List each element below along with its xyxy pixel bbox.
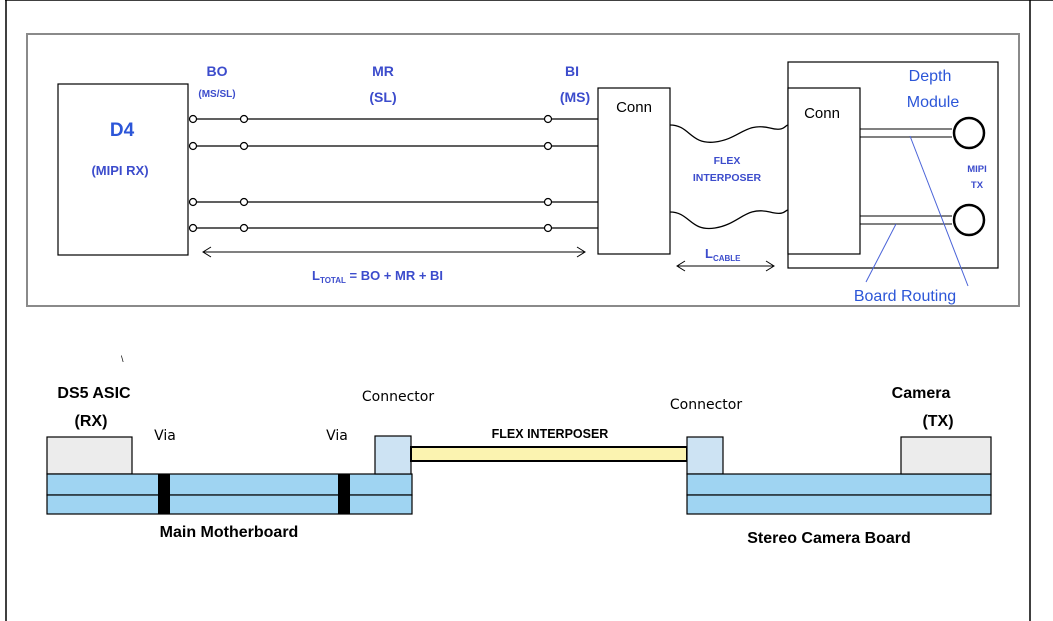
via-dot [543, 141, 553, 151]
d4-box [57, 83, 189, 256]
signal-traces [188, 114, 598, 233]
depth-label-line1: Depth [909, 68, 952, 85]
stereo-board-layer-top [686, 473, 992, 496]
conn-left-box [597, 87, 671, 255]
lcable-arrow-left-head [676, 260, 686, 272]
via-right [338, 474, 350, 514]
via-dot [543, 114, 553, 124]
lcable-subscript: CABLE [713, 254, 741, 263]
mr-sub-label: (SL) [369, 89, 396, 105]
connector-left-label: Connector [362, 389, 434, 405]
ds5-asic-chip [46, 436, 133, 475]
via-dot [188, 223, 198, 233]
via-dot [188, 141, 198, 151]
via-right-label: Via [326, 428, 348, 444]
d4-label: D4 [110, 120, 135, 141]
flex-cable-bottom-edge [669, 209, 789, 230]
main-motherboard-layer-top [46, 473, 413, 496]
via-left-label: Via [154, 428, 176, 444]
board-routing-callout-2 [909, 135, 969, 287]
ltotal-arrow-right-head [576, 246, 586, 258]
camera-chip [900, 436, 992, 475]
bottom-diagram: \ DS5 ASIC (RX) Via Via Connector Connec… [46, 354, 992, 547]
via-dot [239, 197, 249, 207]
bi-label: BI [565, 63, 579, 79]
camera-label: Camera [892, 385, 951, 402]
bo-sub-label: (MS/SL) [198, 89, 235, 100]
main-motherboard-label: Main Motherboard [160, 524, 299, 541]
board-routing-callout-1 [865, 223, 897, 283]
ltotal-main: L [312, 268, 320, 283]
via-dot [188, 197, 198, 207]
via-dot [188, 114, 198, 124]
ds5-rx-label: (RX) [75, 413, 108, 430]
top-diagram: D4 (MIPI RX) BO (MS/SL) MR (SL) BI (MS) [26, 33, 1020, 307]
conn-left-label: Conn [616, 99, 652, 116]
d4-sub-label: (MIPI RX) [91, 163, 148, 178]
mr-label: MR [372, 63, 394, 79]
ltotal-equation: = BO + MR + BI [346, 268, 443, 283]
flex-interposer-label: FLEX INTERPOSER [492, 427, 609, 441]
conn-right-box [787, 87, 861, 255]
mipi-label-line1: MIPI [967, 164, 987, 175]
stereo-board-layer-bottom [686, 494, 992, 515]
lcable-label: LCABLE [705, 246, 741, 263]
main-motherboard-layer-bottom [46, 494, 413, 515]
camera-tx-label: (TX) [922, 413, 953, 430]
via-dot [239, 114, 249, 124]
conn-right-label: Conn [804, 105, 840, 122]
via-left [158, 474, 170, 514]
via-dot [543, 197, 553, 207]
ltotal-arrow-left-head [202, 246, 212, 258]
flex-label-line1: FLEX [714, 155, 741, 167]
flex-label-line2: INTERPOSER [693, 172, 762, 184]
board-routing-traces [860, 128, 952, 225]
connector-right [686, 436, 724, 475]
ltotal-label: LTOTAL = BO + MR + BI [312, 268, 443, 285]
ds5-asic-label: DS5 ASIC [57, 385, 131, 402]
lcable-main: L [705, 246, 713, 261]
bi-sub-label: (MS) [560, 89, 590, 105]
via-dot [239, 141, 249, 151]
mipi-tx-port-bottom [952, 203, 986, 237]
mipi-tx-port-top [952, 116, 986, 150]
bo-label: BO [207, 63, 228, 79]
ltotal-subscript: TOTAL [320, 276, 346, 285]
flex-cable [669, 124, 789, 230]
via-dot [239, 223, 249, 233]
connector-left [374, 435, 412, 475]
via-dot [543, 223, 553, 233]
stereo-camera-board-label: Stereo Camera Board [747, 530, 911, 547]
connector-right-label: Connector [670, 397, 742, 413]
depth-label-line2: Module [907, 94, 960, 111]
tick-mark: \ [121, 354, 124, 364]
mipi-label-line2: TX [971, 180, 984, 191]
flex-cable-top-edge [669, 124, 789, 143]
board-routing-label: Board Routing [854, 288, 956, 305]
lcable-arrow-right-head [765, 260, 775, 272]
flex-interposer [410, 446, 688, 462]
